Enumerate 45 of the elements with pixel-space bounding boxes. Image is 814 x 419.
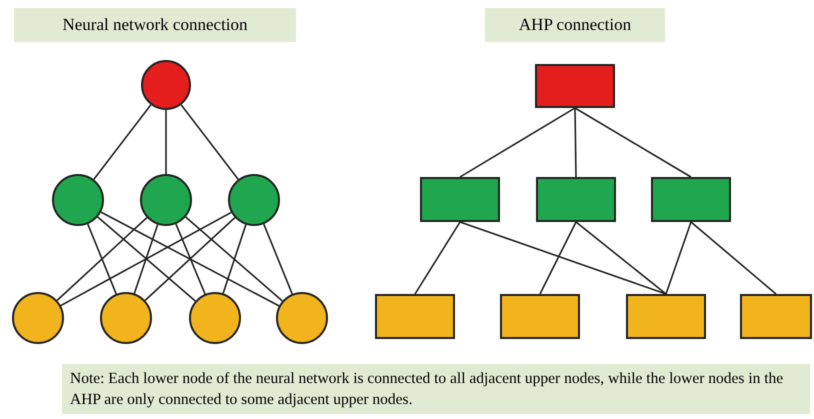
- heading-box: [14, 8, 296, 42]
- middle-node: [536, 177, 616, 222]
- middle-node: [140, 174, 192, 226]
- top-node: [141, 60, 191, 110]
- connector-line: [165, 110, 167, 174]
- connector-line: [574, 107, 692, 178]
- connector-line: [93, 104, 152, 180]
- bottom-node: [189, 292, 241, 344]
- connector-line: [222, 224, 247, 294]
- connector-line: [539, 222, 577, 294]
- connector-line: [690, 221, 777, 295]
- connector-line: [100, 211, 280, 307]
- connector-line: [97, 216, 196, 302]
- connector-line: [180, 104, 239, 180]
- note-box: [62, 364, 810, 414]
- connector-line: [574, 108, 577, 178]
- middle-node: [52, 174, 104, 226]
- bottom-node: [12, 292, 64, 344]
- connector-line: [134, 224, 158, 294]
- connector-line: [185, 216, 283, 302]
- label-text: AHP connection: [518, 14, 632, 36]
- heading-box: [485, 8, 665, 42]
- connector-line: [665, 222, 692, 294]
- middle-node: [651, 177, 731, 222]
- connector-line: [87, 224, 117, 294]
- middle-node: [228, 174, 280, 226]
- bottom-node: [276, 292, 328, 344]
- connector-line: [576, 221, 666, 295]
- middle-node: [420, 177, 500, 222]
- connector-line: [460, 221, 666, 295]
- bottom-node: [375, 294, 455, 339]
- top-node: [535, 64, 615, 108]
- label-text: Note: Each lower node of the neural network is connected to all adjacent upper nodes, while the lower nodes in the AHP are only connected to some adjacent upper nodes.: [70, 369, 784, 410]
- connector-line: [56, 217, 148, 301]
- connector-line: [460, 107, 576, 178]
- connector-line: [60, 212, 232, 306]
- bottom-node: [100, 292, 152, 344]
- bottom-node: [740, 294, 812, 339]
- bottom-node: [500, 294, 580, 339]
- bottom-node: [626, 294, 706, 339]
- label-text: Neural network connection: [62, 14, 248, 36]
- connector-line: [144, 217, 236, 301]
- connector-line: [263, 224, 293, 294]
- connector-line: [414, 222, 461, 294]
- connector-line: [175, 224, 206, 294]
